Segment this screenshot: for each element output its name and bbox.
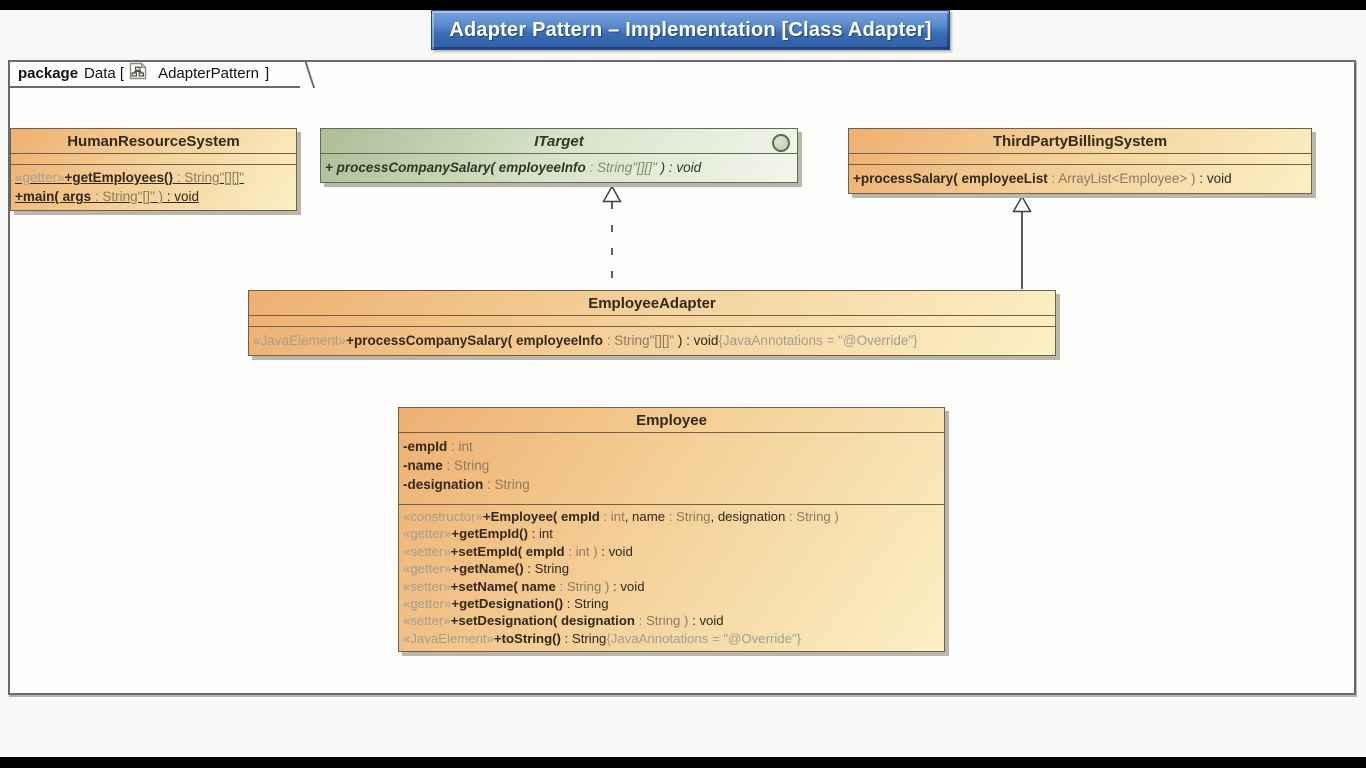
- method-line[interactable]: «JavaElement»+processCompanySalary( empl…: [253, 333, 918, 348]
- uml-class-employee[interactable]: Employee -empId : int -name : String -desi…: [398, 407, 945, 653]
- class-name[interactable]: ThirdPartyBillingSystem: [849, 129, 1311, 154]
- bottom-letterbox-bar: [0, 757, 1366, 768]
- uml-class-human-resource-system[interactable]: HumanResourceSystem «getter»+getEmployee…: [10, 128, 297, 211]
- page-title: Adapter Pattern – Implementation [Class …: [449, 18, 932, 41]
- attribute-line[interactable]: -empId : int: [403, 439, 473, 454]
- frame-bracket-close: ]: [264, 64, 270, 82]
- method-line[interactable]: «constructor»+Employee( empId : int, nam…: [403, 509, 839, 524]
- methods-compartment: «constructor»+Employee( empId : int, nam…: [399, 505, 944, 651]
- attributes-compartment: -empId : int -name : String -designation :…: [399, 433, 944, 505]
- interface-name[interactable]: ITarget: [321, 129, 797, 154]
- uml-interface-itarget[interactable]: ITarget + processCompanySalary( employee…: [320, 128, 798, 183]
- package-frame-tab[interactable]: package Data [ AdapterPattern ]: [8, 60, 300, 88]
- method-line[interactable]: «getter»+getDesignation() : String: [403, 596, 609, 612]
- frame-keyword: package: [18, 64, 79, 82]
- method-line[interactable]: + processCompanySalary( employeeInfo : S…: [325, 160, 702, 175]
- attributes-compartment: [11, 154, 296, 165]
- top-letterbox-bar: [0, 0, 1366, 10]
- methods-compartment: +processSalary( employeeList : ArrayList…: [849, 165, 1311, 193]
- uml-class-third-party-billing-system[interactable]: ThirdPartyBillingSystem +processSalary( …: [848, 128, 1312, 194]
- method-line[interactable]: «getter»+getName() : String: [403, 561, 570, 577]
- class-name[interactable]: Employee: [399, 408, 944, 433]
- class-name[interactable]: HumanResourceSystem: [11, 129, 296, 154]
- method-line[interactable]: «setter»+setDesignation( designation : S…: [403, 613, 724, 629]
- method-line[interactable]: «setter»+setName( name : String ) : void: [403, 578, 645, 594]
- method-line[interactable]: «setter»+setEmpId( empId : int ) : void: [403, 543, 633, 559]
- method-line[interactable]: +processSalary( employeeList : ArrayList…: [853, 171, 1232, 186]
- methods-compartment: + processCompanySalary( employeeInfo : S…: [321, 154, 797, 182]
- title-banner: Adapter Pattern – Implementation [Class …: [431, 10, 950, 50]
- frame-diagram-name: AdapterPattern: [158, 64, 259, 82]
- uml-class-employee-adapter[interactable]: EmployeeAdapter «JavaElement»+processCom…: [248, 290, 1056, 356]
- method-line[interactable]: «getter»+getEmpId() : int: [403, 526, 553, 542]
- interface-name-label: ITarget: [534, 133, 584, 150]
- method-line[interactable]: «JavaElement»+toString() : String{JavaAn…: [403, 630, 802, 646]
- attribute-line[interactable]: -designation : String: [403, 477, 530, 492]
- attributes-compartment: [849, 154, 1311, 165]
- package-diagram-icon: [129, 61, 147, 85]
- interface-ball-icon: [772, 134, 790, 152]
- attribute-line[interactable]: -name : String: [403, 458, 490, 473]
- method-line[interactable]: +main( args : String"[]" ) : void: [15, 189, 200, 204]
- method-line[interactable]: «getter»+getEmployees() : String"[][]": [15, 170, 245, 185]
- methods-compartment: «getter»+getEmployees() : String"[][]" +m…: [11, 165, 296, 210]
- class-name[interactable]: EmployeeAdapter: [249, 291, 1055, 316]
- methods-compartment: «JavaElement»+processCompanySalary( empl…: [249, 327, 1055, 355]
- frame-package-name: Data [: [84, 64, 125, 82]
- attributes-compartment: [249, 316, 1055, 327]
